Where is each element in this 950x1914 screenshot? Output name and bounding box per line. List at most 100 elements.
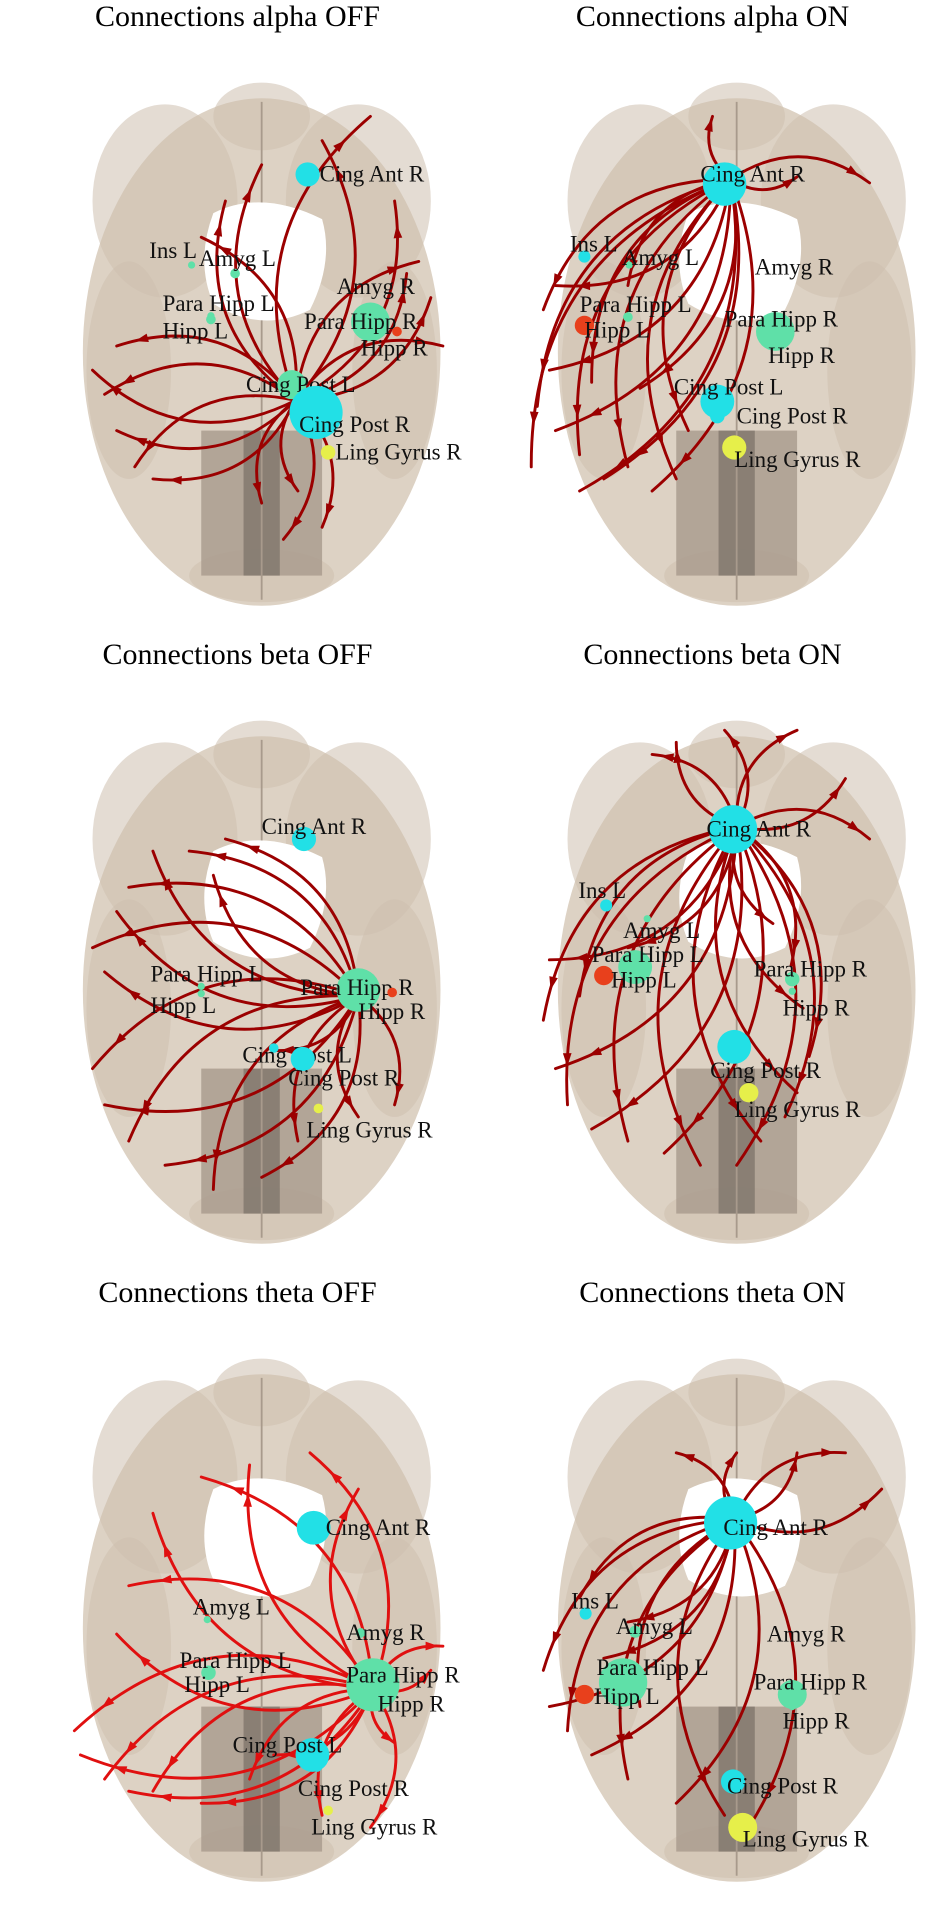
node-hipp-r: [788, 987, 796, 995]
arrowhead: [158, 1793, 173, 1803]
label-cing-post-r: Cing Post R: [737, 403, 849, 428]
arrowhead: [167, 1755, 179, 1769]
label-para-hipp-l: Para Hipp L: [592, 942, 704, 967]
label-amyg-r: Amyg R: [346, 1620, 425, 1645]
label-ins-l: Ins L: [578, 878, 626, 903]
arrowhead: [280, 1045, 294, 1055]
node-hipp-r: [775, 338, 785, 349]
node-cing-post-l: [268, 1043, 279, 1053]
panel-title: Connections beta ON: [583, 638, 842, 671]
label-amyg-l: Amyg L: [622, 245, 699, 270]
arrowhead: [213, 223, 223, 237]
node-ins-l: [187, 261, 196, 269]
arrowhead: [782, 178, 796, 189]
arrowhead: [113, 1766, 128, 1775]
arrowhead: [280, 1156, 294, 1167]
arrowhead: [774, 984, 788, 996]
label-cing-ant-r: Cing Ant R: [700, 162, 805, 187]
arrowhead: [158, 1574, 173, 1584]
arrowhead: [397, 289, 407, 304]
ventricle: [204, 202, 327, 321]
brain-slice: [557, 720, 916, 1244]
node-hipp-l: [594, 965, 614, 986]
arrowhead: [393, 225, 403, 239]
label-cing-ant-r: Cing Ant R: [723, 1515, 828, 1540]
arrowhead: [219, 893, 228, 908]
label-ins-l: Ins L: [571, 1589, 619, 1614]
label-hipp-r: Hipp R: [768, 343, 836, 368]
node-ins-l: [579, 1607, 592, 1620]
node-cing-ant-r: [296, 1510, 331, 1545]
label-cing-post-r: Cing Post R: [298, 1776, 410, 1801]
label-hipp-r: Hipp R: [378, 1691, 446, 1716]
label-para-hipp-r: Para Hipp R: [725, 307, 839, 332]
arrowhead: [845, 165, 860, 177]
arrowhead: [673, 749, 682, 764]
panel-title: Connections beta OFF: [102, 638, 373, 671]
arrowhead: [668, 390, 678, 405]
arrowhead: [797, 1071, 807, 1086]
arrowhead: [829, 786, 841, 800]
arrowhead: [329, 1471, 343, 1484]
brain-region: [827, 261, 912, 479]
label-amyg-r: Amyg R: [337, 274, 416, 299]
panel-title: Connections alpha OFF: [95, 0, 380, 33]
brain-slice: [82, 720, 441, 1244]
label-para-hipp-l: Para Hipp L: [163, 291, 275, 316]
node-cing-post-r: [710, 408, 725, 424]
arrowhead: [577, 281, 591, 291]
node-hipp-l: [574, 315, 595, 336]
node-amyg-l: [203, 1615, 211, 1624]
label-amyg-l: Amyg L: [616, 1614, 693, 1639]
arrowhead: [138, 1654, 151, 1667]
label-amyg-r: Amyg R: [755, 255, 834, 280]
arrowhead: [789, 1458, 798, 1473]
node-ins-l: [578, 250, 591, 263]
label-ling-gyrus-r: Ling Gyrus R: [734, 447, 861, 472]
node-hipp-l: [206, 314, 216, 325]
arrowhead: [342, 1095, 354, 1109]
node-cing-post-r: [290, 1046, 315, 1071]
arrowhead: [212, 1149, 222, 1163]
label-hipp-l: Hipp L: [163, 319, 229, 344]
arrowhead: [821, 1448, 835, 1457]
arrowhead: [553, 273, 563, 287]
node-ling-gyrus-r: [320, 445, 336, 460]
node-ins-l: [600, 899, 613, 912]
node-ling-gyrus-r: [728, 1812, 758, 1842]
arrowhead: [588, 1569, 600, 1584]
arrowhead: [338, 1507, 349, 1522]
label-hipp-l: Hipp L: [584, 318, 650, 343]
node-para-hipp-l: [623, 312, 633, 322]
arrowhead: [218, 246, 232, 257]
arrowhead: [757, 1117, 769, 1131]
arrowhead: [289, 1112, 298, 1127]
label-ins-l: Ins L: [570, 232, 618, 257]
label-para-hipp-r: Para Hipp R: [346, 1662, 460, 1687]
arrowhead: [142, 1099, 153, 1114]
arrowhead: [163, 1543, 173, 1558]
arrowhead: [325, 503, 335, 517]
arrowhead: [614, 457, 628, 469]
label-cing-post-r: Cing Post R: [299, 412, 411, 437]
arrowhead: [847, 820, 861, 833]
arrowhead: [642, 935, 657, 944]
label-ling-gyrus-r: Ling Gyrus R: [743, 1827, 870, 1852]
label-ling-gyrus-r: Ling Gyrus R: [311, 1815, 438, 1840]
node-cing-post-r: [289, 385, 343, 440]
ventricle: [204, 840, 327, 959]
label-cing-post-l: Cing Post L: [674, 374, 784, 399]
arrowhead: [622, 1645, 637, 1654]
node-para-hipp-l: [197, 982, 205, 991]
arrowhead: [641, 1612, 655, 1621]
arrowhead: [425, 1641, 439, 1651]
